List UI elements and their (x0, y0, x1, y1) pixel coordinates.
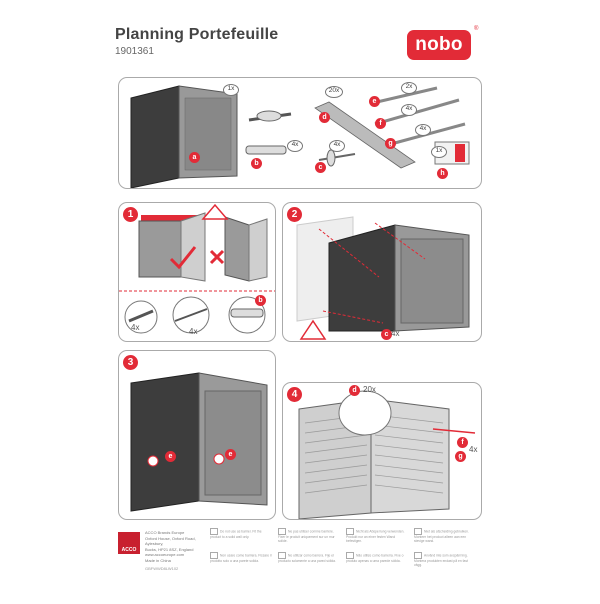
label-d: d (319, 112, 330, 123)
warning-text: No utilizar como barrera. Fije el produc… (278, 553, 336, 563)
warning-text: Ne pas utiliser comme barrière. Fixer le… (278, 529, 335, 543)
step-2-illustration (296, 216, 470, 340)
step-1-badge: 1 (123, 207, 138, 222)
qty-c: 4x (333, 141, 341, 148)
qty-e: 2x (405, 83, 413, 90)
qty-bubble-b: 4x (287, 140, 303, 152)
warning-item: No utilizar como barrera. Fije el produc… (278, 552, 340, 563)
warning-text: Använd inte som avspärrning. Montera pro… (414, 553, 468, 567)
qty-f: 4x (405, 105, 413, 112)
step-1-illustration (119, 203, 275, 334)
warning-text: Não utilize como barreira. Fixe o produt… (346, 553, 404, 563)
step-1-panel: 1 4x 4x b (118, 202, 276, 342)
address-line: Bucks, HP21 8SZ, England (145, 546, 194, 552)
qty-d: 20x (328, 87, 340, 94)
registered-mark: ® (474, 26, 479, 32)
label-h: h (437, 168, 448, 179)
step-3-part-e-left: e (165, 451, 176, 462)
qty-g: 4x (419, 125, 427, 132)
label-c: c (315, 162, 326, 173)
step-4-illustration (298, 390, 476, 519)
parts-overview-panel: 1x a 4x b 4x c 20x d 2x e 4x f 4x g 1x h (118, 77, 482, 189)
step-3-illustration (130, 372, 268, 512)
nobo-logo: nobo (407, 30, 471, 60)
step-3-panel: 3 e e (118, 350, 276, 520)
warning-text: Nicht als Absperrung verwenden. Produkt … (346, 529, 405, 543)
step-2-qty: 4x (391, 329, 400, 338)
qty-bubble-f: 4x (401, 104, 417, 116)
step-1-part-b: b (255, 295, 266, 306)
qty-bubble-c: 4x (329, 140, 345, 152)
qty-b: 4x (291, 141, 299, 148)
step-4-part-d: d (349, 385, 360, 396)
warning-item: Não utilize como barreira. Fixe o produt… (346, 552, 408, 563)
warning-item: Niet als afscheiding gebruiken. Monteer … (414, 528, 476, 543)
step-4-qty-fg: 4x (469, 445, 478, 454)
step-4-badge: 4 (287, 387, 302, 402)
step-1-qty-left: 4x (131, 323, 140, 332)
label-a: a (189, 152, 200, 163)
warning-text: Niet als afscheiding gebruiken. Monteer … (414, 529, 469, 543)
product-code: 1901361 (115, 46, 154, 57)
step-4-part-f: f (457, 437, 468, 448)
address-line: Oxford House, Oxford Road, Aylesbury, (145, 535, 196, 547)
warning-item: Ne pas utiliser comme barrière. Fixer le… (278, 528, 340, 543)
label-g: g (385, 138, 396, 149)
parts-illustration (130, 85, 470, 188)
qty-bubble-a: 1x (223, 84, 239, 96)
warning-text: Do not use as barrier. Fit the product t… (210, 529, 262, 539)
footer-doc-code: GBFWWD8LW102 (145, 566, 179, 571)
warning-item: Non usare come barriera. Fissare il prod… (210, 552, 272, 563)
qty-a: 1x (227, 85, 235, 92)
label-b: b (251, 158, 262, 169)
label-e: e (369, 96, 380, 107)
step-4-part-g: g (455, 451, 466, 462)
address-line: www.accoeurope.com (145, 552, 185, 557)
qty-h: 1x (435, 147, 443, 154)
address-line: ACCO Brands Europe (145, 530, 185, 535)
warning-item: Do not use as barrier. Fit the product t… (210, 528, 272, 539)
warning-item: Använd inte som avspärrning. Montera pro… (414, 552, 476, 567)
qty-bubble-h: 1x (431, 146, 447, 158)
warning-text: Non usare come barriera. Fissare il prod… (210, 553, 272, 563)
qty-bubble-e: 2x (401, 82, 417, 94)
address-line: Made in China (145, 557, 171, 563)
step-1-qty-right: 4x (189, 327, 198, 336)
step-4-panel: 4 d 20x f g 4x (282, 382, 482, 520)
step-2-part-c: c (381, 329, 392, 340)
acco-logo: ACCO BRANDS (118, 532, 140, 589)
step-3-part-e-right: e (225, 449, 236, 460)
label-f: f (375, 118, 386, 129)
warning-item: Nicht als Absperrung verwenden. Produkt … (346, 528, 408, 543)
qty-bubble-g: 4x (415, 124, 431, 136)
page-title: Planning Portefeuille (115, 26, 279, 43)
footer-address: ACCO Brands Europe Oxford House, Oxford … (145, 530, 205, 563)
step-2-panel: 2 c 4x (282, 202, 482, 342)
step-2-badge: 2 (287, 207, 302, 222)
step-4-qty-d: 20x (363, 385, 376, 394)
step-3-badge: 3 (123, 355, 138, 370)
qty-bubble-d: 20x (325, 86, 343, 98)
